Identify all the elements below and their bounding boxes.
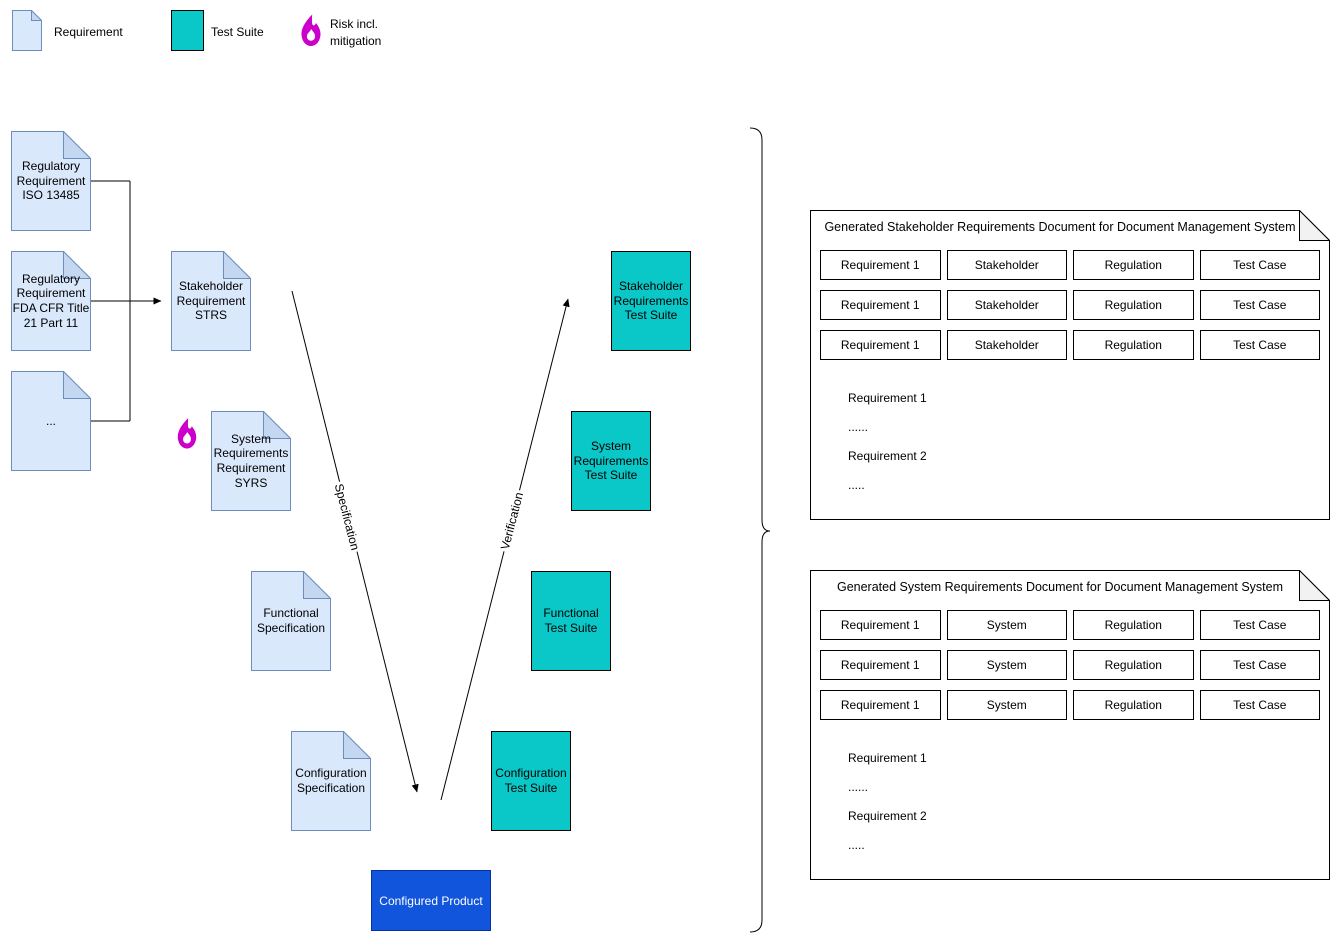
node-label: Stakeholder Requirement STRS [176, 279, 246, 323]
node-stakeholder-requirements-test-suite: Stakeholder Requirements Test Suite [611, 251, 691, 351]
node-system-requirements-test-suite: System Requirements Test Suite [571, 411, 651, 511]
specification-edge-label: Specification [331, 480, 363, 554]
flame-icon [301, 14, 321, 46]
cell-stakeholder: Stakeholder [946, 330, 1067, 360]
cell-requirement: Requirement 1 [820, 690, 941, 720]
list-item: ...... [848, 780, 869, 794]
list-item: Requirement 2 [848, 809, 927, 823]
curly-brace [749, 127, 771, 933]
panel-title: Generated System Requirements Document f… [836, 580, 1284, 594]
cell-system: System [946, 610, 1067, 640]
cell-stakeholder: Stakeholder [946, 250, 1067, 280]
requirement-list: Requirement 1 ...... Requirement 2 ..... [848, 384, 927, 500]
cell-regulation: Regulation [1073, 610, 1194, 640]
cell-test-case: Test Case [1199, 690, 1320, 720]
node-label: Functional Specification [256, 606, 326, 635]
list-item: Requirement 1 [848, 391, 927, 405]
list-item: ...... [848, 420, 869, 434]
node-configuration-specification: Configuration Specification [291, 731, 371, 831]
document-icon [171, 251, 251, 351]
node-system-requirements-syrs: System Requirements Requirement SYRS [211, 411, 291, 511]
cell-system: System [946, 650, 1067, 680]
document-icon [11, 371, 91, 471]
node-label: Configuration Specification [295, 766, 367, 795]
document-icon [12, 9, 43, 51]
flame-icon [177, 418, 197, 449]
table-row: Requirement 1 System Regulation Test Cas… [820, 690, 1320, 720]
cell-requirement: Requirement 1 [820, 250, 941, 280]
panel-title: Generated Stakeholder Requirements Docum… [824, 220, 1296, 234]
legend-risk-flame-icon [299, 14, 323, 52]
document-icon [251, 571, 331, 671]
risk-flame-icon [175, 418, 199, 454]
node-configuration-test-suite: Configuration Test Suite [491, 731, 571, 831]
node-label: System Requirements Requirement SYRS [213, 431, 289, 490]
cell-stakeholder: Stakeholder [946, 290, 1067, 320]
table-row: Requirement 1 System Regulation Test Cas… [820, 610, 1320, 640]
cell-system: System [946, 690, 1067, 720]
legend-requirement-label: Requirement [54, 25, 123, 39]
table-row: Requirement 1 Stakeholder Regulation Tes… [820, 250, 1320, 280]
regulatory-junction-lines [91, 180, 131, 422]
cell-requirement: Requirement 1 [820, 330, 941, 360]
document-icon [211, 411, 291, 511]
node-configured-product: Configured Product [371, 870, 491, 931]
node-label: Regulatory Requirement ISO 13485 [16, 159, 86, 203]
node-label: Regulatory Requirement FDA CFR Title 21 … [12, 271, 90, 330]
requirement-table: Requirement 1 System Regulation Test Cas… [820, 610, 1320, 720]
list-item: ..... [848, 838, 865, 852]
cell-regulation: Regulation [1073, 330, 1194, 360]
cell-test-case: Test Case [1199, 650, 1320, 680]
verification-edge-label: Verification [497, 488, 527, 554]
cell-regulation: Regulation [1073, 690, 1194, 720]
panel-system-requirements-document: Generated System Requirements Document f… [810, 570, 1330, 880]
cell-requirement: Requirement 1 [820, 610, 941, 640]
node-functional-test-suite: Functional Test Suite [531, 571, 611, 671]
table-row: Requirement 1 Stakeholder Regulation Tes… [820, 330, 1320, 360]
note-outline [810, 570, 1330, 880]
cell-test-case: Test Case [1199, 330, 1320, 360]
cell-regulation: Regulation [1073, 250, 1194, 280]
document-icon [11, 251, 91, 351]
cell-requirement: Requirement 1 [820, 650, 941, 680]
node-stakeholder-requirement-strs: Stakeholder Requirement STRS [171, 251, 251, 351]
document-icon [11, 131, 91, 231]
document-icon [291, 731, 371, 831]
cell-test-case: Test Case [1199, 290, 1320, 320]
list-item: Requirement 2 [848, 449, 927, 463]
legend-test-suite-icon [171, 10, 204, 51]
cell-regulation: Regulation [1073, 650, 1194, 680]
cell-regulation: Regulation [1073, 290, 1194, 320]
node-regulatory-requirement-fda: Regulatory Requirement FDA CFR Title 21 … [11, 251, 91, 351]
table-row: Requirement 1 System Regulation Test Cas… [820, 650, 1320, 680]
legend-test-suite-label: Test Suite [211, 25, 264, 39]
node-regulatory-requirement-iso-13485: Regulatory Requirement ISO 13485 [11, 131, 91, 231]
cell-requirement: Requirement 1 [820, 290, 941, 320]
table-row: Requirement 1 Stakeholder Regulation Tes… [820, 290, 1320, 320]
node-functional-specification: Functional Specification [251, 571, 331, 671]
list-item: ..... [848, 478, 865, 492]
cell-test-case: Test Case [1199, 610, 1320, 640]
cell-test-case: Test Case [1199, 250, 1320, 280]
list-item: Requirement 1 [848, 751, 927, 765]
requirement-list: Requirement 1 ...... Requirement 2 ..... [848, 744, 927, 860]
panel-stakeholder-requirements-document: Generated Stakeholder Requirements Docum… [810, 210, 1330, 520]
node-regulatory-requirement-more: ... [11, 371, 91, 471]
legend-risk-label: Risk incl. mitigation [330, 17, 382, 48]
requirement-table: Requirement 1 Stakeholder Regulation Tes… [820, 250, 1320, 360]
node-label: ... [45, 413, 56, 428]
legend-requirement-icon [12, 9, 43, 51]
note-outline [810, 210, 1330, 520]
